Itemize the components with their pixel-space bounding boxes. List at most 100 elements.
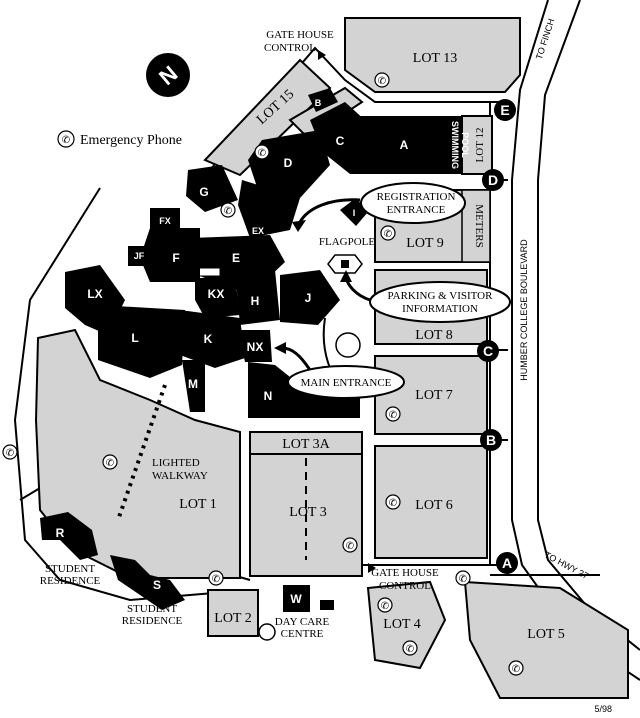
student-res-1-line1: STUDENT	[45, 563, 95, 575]
meters-label: METERS	[473, 204, 485, 247]
gate-house-top-line2: CONTROL	[264, 42, 316, 54]
emergency-phone-icon: ✆	[377, 597, 393, 613]
lighted-walkway-line2: WALKWAY	[152, 470, 208, 482]
building-F[interactable]	[140, 228, 200, 282]
lighted-walkway-line1: LIGHTED	[152, 457, 200, 469]
building-G[interactable]	[186, 165, 238, 212]
registration-line1: REGISTRATION	[377, 191, 456, 203]
building-H[interactable]	[235, 270, 280, 325]
lot-6-label: LOT 6	[415, 498, 452, 513]
svg-text:✆: ✆	[389, 410, 397, 421]
entrance-B-label: B	[486, 432, 496, 448]
label-B: B	[315, 98, 322, 108]
date-code: 5/98	[594, 704, 612, 714]
gate-house-top-arrow	[318, 50, 326, 60]
lot-1-label: LOT 1	[179, 497, 216, 512]
main-entrance-arrow-head	[274, 342, 286, 354]
entrance-D-marker[interactable]	[482, 169, 504, 191]
entrance-A-marker[interactable]	[496, 552, 518, 574]
building-FX[interactable]	[150, 208, 180, 233]
label-K: K	[204, 332, 213, 346]
building-M[interactable]	[182, 360, 205, 412]
building-R[interactable]	[40, 512, 98, 560]
place-labels: GATE HOUSE CONTROL GATE HOUSE CONTROL TO…	[40, 17, 612, 714]
svg-text:✆: ✆	[381, 601, 389, 612]
label-JF: JF	[134, 251, 145, 261]
building-D[interactable]	[248, 130, 330, 198]
label-EX: EX	[252, 226, 264, 236]
label-W: W	[290, 592, 302, 606]
emergency-phone-icon: ✆	[254, 144, 270, 160]
building-B[interactable]	[308, 88, 338, 112]
day-care-line2: CENTRE	[281, 628, 324, 640]
building-S[interactable]	[110, 555, 185, 610]
emergency-phone-icon: ✆	[508, 660, 524, 676]
svg-text:✆: ✆	[106, 458, 114, 469]
label-C: C	[336, 134, 345, 148]
entrance-B-marker[interactable]	[480, 429, 502, 451]
daycare-annex	[320, 600, 334, 610]
entrance-E-marker[interactable]	[494, 99, 516, 121]
building-W[interactable]	[283, 585, 310, 612]
label-H: H	[251, 294, 260, 308]
building-EX-block[interactable]	[238, 180, 300, 238]
registration-arrow-head	[292, 220, 306, 232]
main-entrance-arrow-line	[281, 346, 312, 371]
parking-arrow-head	[340, 270, 352, 282]
svg-text:✆: ✆	[346, 541, 354, 552]
svg-text:✆: ✆	[406, 644, 414, 655]
emergency-phone-icon: ✆	[102, 454, 118, 470]
lot-9-label: LOT 9	[406, 236, 443, 251]
label-N: N	[264, 389, 273, 403]
lot-13[interactable]	[344, 17, 521, 93]
day-care-line1: DAY CARE	[275, 616, 330, 628]
to-finch-label: TO FINCH	[534, 17, 557, 60]
label-R: R	[56, 526, 65, 540]
lot-1[interactable]	[34, 328, 241, 579]
parking-info-line2: INFORMATION	[402, 303, 478, 315]
label-D: D	[284, 156, 293, 170]
lot-5[interactable]	[463, 580, 629, 699]
svg-text:✆: ✆	[384, 229, 392, 240]
building-J[interactable]	[280, 270, 340, 325]
legend-phone-icon	[57, 130, 75, 148]
emergency-phone-icon: ✆	[380, 225, 396, 241]
label-J: J	[305, 291, 312, 305]
building-KX[interactable]	[195, 278, 240, 318]
label-G: G	[199, 185, 208, 199]
emergency-phone-icon: ✆	[208, 570, 224, 586]
student-res-2-line2: RESIDENCE	[122, 615, 183, 627]
emergency-phone-icon: ✆	[455, 570, 471, 586]
meters-strip	[461, 189, 491, 263]
daycare-roundabout	[258, 623, 276, 641]
gate-house-bottom-line2: CONTROL	[379, 580, 431, 592]
humber-blvd-label: HUMBER COLLEGE BOULEVARD	[519, 239, 529, 381]
label-L: L	[131, 331, 138, 345]
svg-text:✆: ✆	[224, 206, 232, 217]
humber-blvd-west-edge	[511, 0, 640, 681]
label-M: M	[188, 377, 198, 391]
lot-labels: LOT 13 LOT 15 LOT 14 LOT 12 LOT 9 LOT 8 …	[179, 51, 564, 642]
emergency-phone-icon: ✆	[342, 537, 358, 553]
west-outer-road	[13, 187, 251, 602]
building-L[interactable]	[98, 305, 185, 378]
label-F: F	[172, 251, 179, 265]
building-JF[interactable]	[128, 246, 150, 266]
building-C[interactable]	[310, 102, 378, 165]
to-hwy27-label: TO HWY 27	[543, 550, 590, 581]
compass-rose	[146, 53, 190, 97]
lot-2[interactable]	[207, 589, 259, 637]
lot-12-label: LOT 12	[474, 128, 486, 163]
emergency-phone-icon: ✆	[374, 72, 390, 88]
registration-line2: ENTRANCE	[387, 204, 446, 216]
building-labels: A B C D EX E F FX JF G H I J K KX L LX M…	[56, 98, 409, 606]
building-NX[interactable]	[238, 330, 272, 362]
entrance-C-marker[interactable]	[477, 340, 499, 362]
flagpole-label: FLAGPOLE	[319, 236, 376, 248]
label-LX: LX	[87, 287, 102, 301]
registration-callout	[360, 182, 466, 224]
entrance-D-label: D	[488, 172, 498, 188]
building-K[interactable]	[180, 310, 245, 368]
